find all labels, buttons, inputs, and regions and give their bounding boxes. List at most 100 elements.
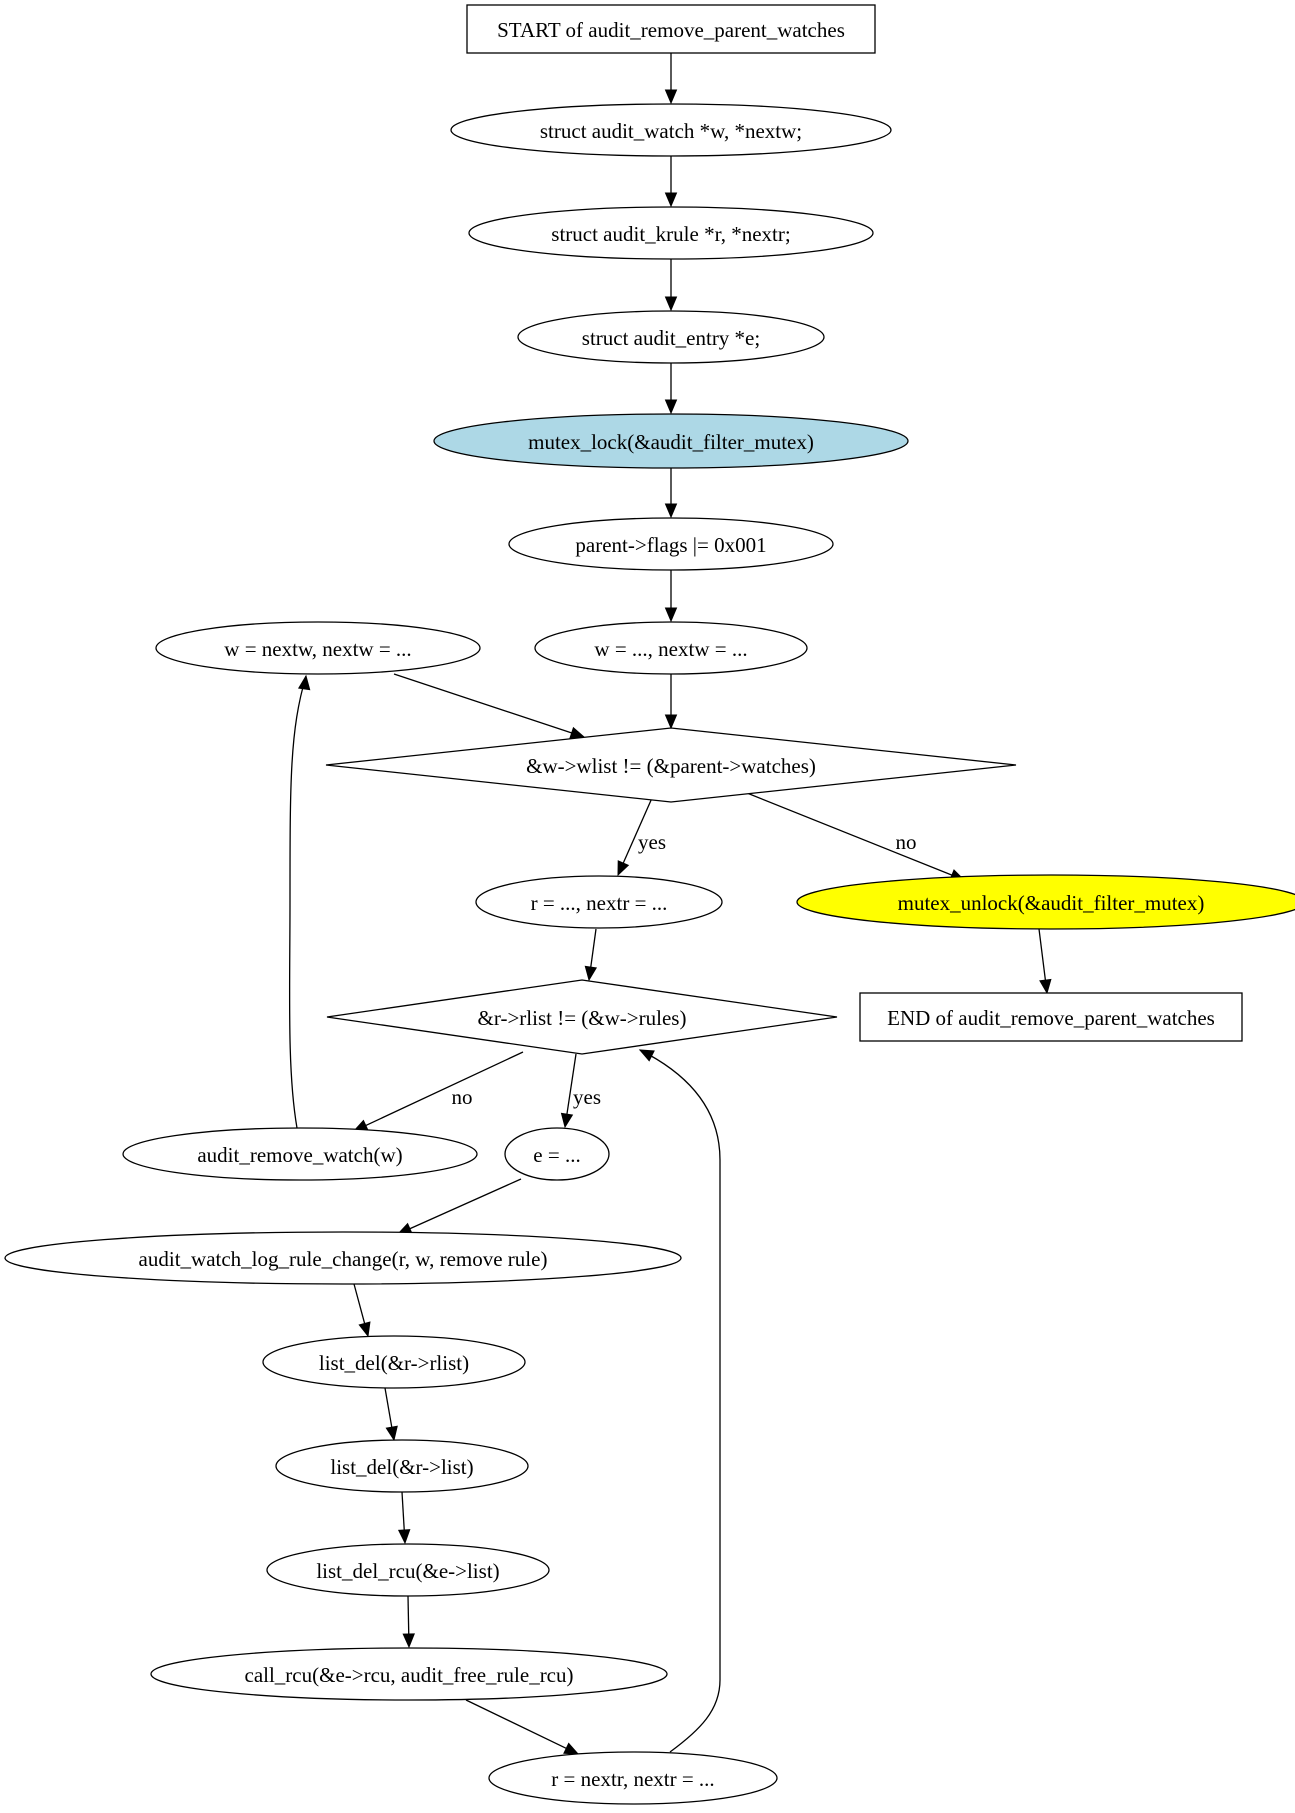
node-list-del-list: list_del(&r->list) <box>275 1439 529 1493</box>
edge-r-next-loop-to-cond-rlist-arrowhead <box>638 1049 655 1062</box>
node-end: END of audit_remove_parent_watches <box>859 992 1243 1042</box>
edge-decl-w-to-decl-r <box>664 156 678 208</box>
edge-label-yes: yes <box>638 830 666 854</box>
edge-r-init-to-cond-rlist-line <box>589 928 597 969</box>
edge-list-del-rlist-to-list-del-list-arrowhead <box>385 1425 398 1442</box>
edge-cond-wlist-to-mutex-unlock-line <box>746 792 954 877</box>
edge-cond-wlist-to-r-init-line <box>622 797 653 865</box>
node-list-del-list-shape <box>275 1439 529 1493</box>
edge-start-to-decl-w-arrowhead <box>664 89 678 105</box>
node-call-rcu-shape <box>150 1647 668 1701</box>
edge-list-del-rlist-to-list-del-list <box>384 1387 398 1442</box>
edge-decl-e-to-mutex-lock-arrowhead <box>664 399 678 415</box>
node-remove-watch: audit_remove_watch(w) <box>122 1127 478 1181</box>
node-r-next-loop-label: r = nextr, nextr = ... <box>551 1767 714 1791</box>
node-mutex-lock-label: mutex_lock(&audit_filter_mutex) <box>528 430 814 454</box>
edge-log-change-to-list-del-rlist <box>353 1283 371 1338</box>
node-r-init-label: r = ..., nextr = ... <box>531 891 668 915</box>
edge-mutex-unlock-to-end <box>1038 928 1052 995</box>
nodes-layer: START of audit_remove_parent_watchesstru… <box>4 4 1295 1805</box>
edge-list-del-rcu-to-call-rcu-line <box>407 1595 410 1636</box>
edge-set-flags-to-w-init <box>664 570 678 623</box>
node-mutex-lock: mutex_lock(&audit_filter_mutex) <box>433 413 909 469</box>
edge-cond-wlist-to-r-init: yes <box>617 797 666 877</box>
edge-list-del-rcu-to-call-rcu-arrowhead <box>402 1633 415 1649</box>
node-cond-rlist: &r->rlist != (&w->rules) <box>326 979 838 1055</box>
node-end-label: END of audit_remove_parent_watches <box>887 1006 1215 1030</box>
node-decl-w: struct audit_watch *w, *nextw; <box>450 103 892 157</box>
edge-cond-wlist-to-r-init-arrowhead <box>617 860 630 877</box>
edge-set-flags-to-w-init-arrowhead <box>664 607 678 623</box>
node-w-init-shape <box>534 621 808 675</box>
node-list-del-rlist-shape <box>262 1335 526 1389</box>
node-call-rcu: call_rcu(&e->rcu, audit_free_rule_rcu) <box>150 1647 668 1701</box>
edge-cond-rlist-to-e-assign-arrowhead <box>560 1112 574 1129</box>
node-e-assign-shape <box>504 1127 610 1181</box>
node-cond-rlist-shape <box>326 979 838 1055</box>
node-r-init-shape <box>475 875 723 929</box>
edge-label-no: no <box>452 1085 473 1109</box>
edge-w-next-loop-to-cond-wlist-line <box>393 673 573 734</box>
node-decl-e-label: struct audit_entry *e; <box>582 326 760 350</box>
node-mutex-unlock-shape <box>796 874 1295 930</box>
edge-r-next-loop-to-cond-rlist <box>638 1049 721 1753</box>
node-w-next-loop: w = nextw, nextw = ... <box>155 621 481 675</box>
node-log-change: audit_watch_log_rule_change(r, w, remove… <box>4 1231 682 1285</box>
node-decl-e-shape <box>517 310 825 364</box>
node-r-next-loop-shape <box>488 1751 778 1805</box>
edge-call-rcu-to-r-next-loop-line <box>465 1699 568 1750</box>
edge-log-change-to-list-del-rlist-line <box>353 1283 366 1325</box>
edge-start-to-decl-w <box>664 53 678 105</box>
node-decl-w-label: struct audit_watch *w, *nextw; <box>540 119 802 143</box>
node-cond-rlist-label: &r->rlist != (&w->rules) <box>478 1006 687 1030</box>
node-end-shape <box>859 992 1243 1042</box>
edge-w-init-to-cond-wlist-arrowhead <box>664 714 678 730</box>
edge-w-init-to-cond-wlist <box>664 674 678 730</box>
node-cond-wlist-shape <box>325 727 1017 803</box>
node-log-change-shape <box>4 1231 682 1285</box>
node-w-init-label: w = ..., nextw = ... <box>594 637 747 661</box>
node-cond-wlist-label: &w->wlist != (&parent->watches) <box>526 754 816 778</box>
edge-mutex-unlock-to-end-line <box>1038 928 1047 982</box>
edge-list-del-rcu-to-call-rcu <box>402 1595 415 1649</box>
edge-remove-watch-to-w-next-loop <box>288 674 311 1129</box>
edge-decl-r-to-decl-e-arrowhead <box>664 296 678 312</box>
edge-cond-rlist-to-remove-watch-line <box>364 1051 524 1127</box>
edge-w-next-loop-to-cond-wlist <box>393 673 586 739</box>
edge-r-next-loop-to-cond-rlist-line <box>639 1049 721 1753</box>
edge-e-assign-to-log-change-line <box>408 1178 522 1230</box>
edge-list-del-list-to-list-del-rcu-line <box>401 1491 405 1532</box>
edge-list-del-rlist-to-list-del-list-line <box>384 1387 393 1429</box>
node-list-del-rcu-label: list_del_rcu(&e->list) <box>316 1559 499 1583</box>
node-decl-r-label: struct audit_krule *r, *nextr; <box>551 222 790 246</box>
node-e-assign-label: e = ... <box>533 1143 580 1167</box>
node-set-flags-label: parent->flags |= 0x001 <box>575 533 766 557</box>
edge-remove-watch-to-w-next-loop-line <box>288 675 307 1129</box>
edge-mutex-unlock-to-end-arrowhead <box>1039 978 1052 995</box>
node-w-init: w = ..., nextw = ... <box>534 621 808 675</box>
node-remove-watch-shape <box>122 1127 478 1181</box>
edge-list-del-list-to-list-del-rcu <box>397 1491 411 1545</box>
node-call-rcu-label: call_rcu(&e->rcu, audit_free_rule_rcu) <box>245 1663 574 1687</box>
node-mutex-lock-shape <box>433 413 909 469</box>
node-w-next-loop-shape <box>155 621 481 675</box>
edge-cond-wlist-to-mutex-unlock: no <box>746 792 966 881</box>
edge-log-change-to-list-del-rlist-arrowhead <box>358 1321 371 1338</box>
node-mutex-unlock: mutex_unlock(&audit_filter_mutex) <box>796 874 1295 930</box>
node-cond-wlist: &w->wlist != (&parent->watches) <box>325 727 1017 803</box>
node-start-shape <box>466 4 876 54</box>
node-list-del-rcu: list_del_rcu(&e->list) <box>266 1543 550 1597</box>
node-list-del-rlist-label: list_del(&r->rlist) <box>319 1351 469 1375</box>
edge-r-init-to-cond-rlist <box>584 928 598 982</box>
edge-decl-e-to-mutex-lock <box>664 363 678 415</box>
edge-decl-w-to-decl-r-arrowhead <box>664 192 678 208</box>
edge-mutex-lock-to-set-flags-arrowhead <box>664 503 678 519</box>
node-e-assign: e = ... <box>504 1127 610 1181</box>
edge-remove-watch-to-w-next-loop-arrowhead <box>297 674 311 691</box>
node-start-label: START of audit_remove_parent_watches <box>497 18 845 42</box>
edge-w-next-loop-to-cond-wlist-arrowhead <box>569 726 586 739</box>
edge-cond-rlist-to-e-assign-line <box>566 1053 577 1116</box>
edge-call-rcu-to-r-next-loop <box>465 1699 580 1755</box>
